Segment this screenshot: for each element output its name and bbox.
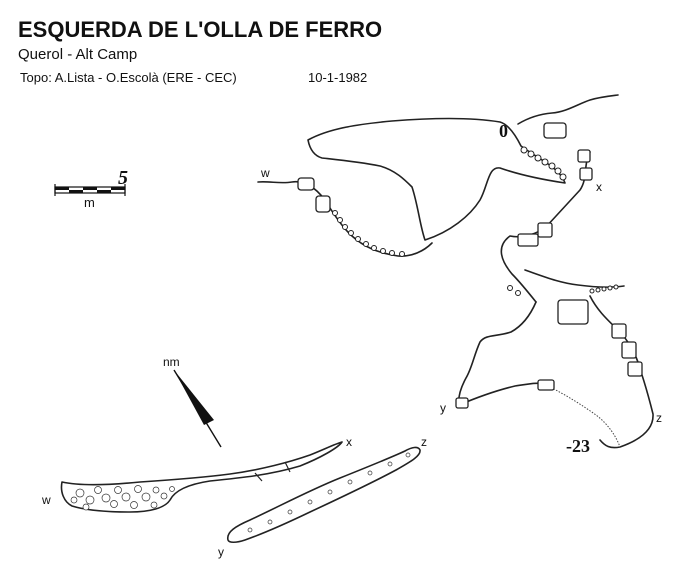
pebble-chain-upper xyxy=(520,146,567,181)
boulder xyxy=(517,233,539,247)
east-side-passage xyxy=(524,269,625,288)
section-wx-rubble xyxy=(70,485,175,511)
scale-bar xyxy=(54,184,126,196)
west-passage xyxy=(257,180,433,257)
lower-east-wall xyxy=(589,295,654,449)
north-label: nm xyxy=(163,355,180,369)
section-wx-outline xyxy=(60,441,343,513)
section-wx-start: w xyxy=(41,493,51,507)
boulder xyxy=(315,195,331,213)
boulder xyxy=(627,361,643,377)
section-yz-end: z xyxy=(421,435,427,449)
section-yz-start: y xyxy=(218,545,224,559)
survey-credits: Topo: A.Lista - O.Escolà (ERE - CEC) xyxy=(20,70,237,85)
boulder xyxy=(297,177,315,191)
north-arrow xyxy=(173,369,222,448)
boulder xyxy=(537,379,555,391)
section-y-z xyxy=(226,446,421,544)
boulder xyxy=(611,323,627,339)
scale-unit: m xyxy=(84,195,95,210)
plan-view xyxy=(257,94,654,449)
boulder xyxy=(577,149,591,163)
pebble-chain-east xyxy=(507,284,619,296)
pebble-chain-west xyxy=(332,210,405,257)
plan-letter-z: z xyxy=(656,411,662,425)
boulder xyxy=(537,222,553,238)
scale-value: 5 xyxy=(118,167,128,189)
section-wx-end: x xyxy=(346,435,352,449)
section-yz-rubble xyxy=(247,452,411,533)
boulder xyxy=(557,299,589,325)
map-subtitle: Querol - Alt Camp xyxy=(18,46,137,63)
boulder xyxy=(579,167,593,181)
depth-bottom: -23 xyxy=(566,436,590,456)
boulder xyxy=(621,341,637,359)
section-yz-outline xyxy=(226,446,421,544)
boulder xyxy=(543,122,567,139)
plan-letter-y: y xyxy=(440,401,446,415)
lower-west-wall xyxy=(457,301,549,406)
section-w-x xyxy=(60,441,343,513)
plan-letter-w: w xyxy=(260,166,270,180)
survey-date: 10-1-1982 xyxy=(308,70,367,85)
map-title: ESQUERDA DE L'OLLA DE FERRO xyxy=(18,17,382,42)
depth-entrance: 0 xyxy=(499,121,508,141)
plan-letter-x: x xyxy=(596,180,602,194)
boulder xyxy=(455,397,469,409)
upper-chamber xyxy=(307,117,566,241)
north-east-arm xyxy=(517,94,619,125)
